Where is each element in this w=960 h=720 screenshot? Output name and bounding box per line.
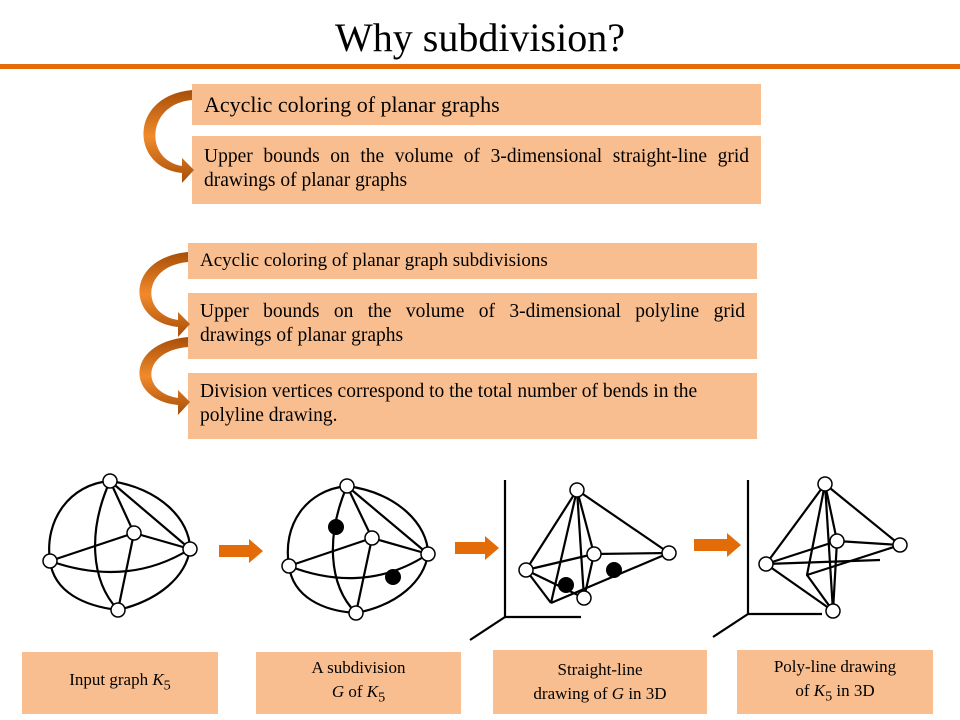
acyclic-coloring-box: Acyclic coloring of planar graphs (192, 84, 761, 125)
caption-input-sub: 5 (163, 677, 171, 694)
division-vertices-text: Division vertices correspond to the tota… (200, 381, 698, 426)
caption-straight-var-g: G (611, 684, 625, 703)
graph-poly-line-vertices (758, 476, 908, 619)
division-vertices-box: Division vertices correspond to the tota… (188, 373, 757, 439)
graph-poly-line-3d (712, 480, 901, 638)
caption-input-text: Input graph (69, 670, 153, 690)
block-arrow-icon (219, 539, 263, 563)
graph-subdivision (286, 484, 430, 615)
caption-straight-pre: drawing of (533, 684, 612, 703)
subdivision-coloring-box: Acyclic coloring of planar graph subdivi… (188, 243, 757, 279)
acyclic-coloring-text: Acyclic coloring of planar graphs (204, 92, 500, 117)
caption-subdivision-var-g: G (331, 682, 345, 702)
graph-straight-line-vertices (518, 482, 677, 606)
title-underline (0, 64, 960, 69)
caption-subdivision-line1: A subdivision (311, 658, 406, 678)
straight-line-bounds-text: Upper bounds on the volume of 3-dimensio… (204, 146, 749, 191)
caption-subdivision-of: of (344, 682, 367, 702)
caption-subdivision-sub: 5 (378, 689, 386, 706)
graph-subdivision-vertices (281, 478, 436, 621)
caption-input-graph: Input graph K5 (22, 652, 218, 714)
curved-arrow-icon (139, 252, 190, 337)
straight-line-bounds-box: Upper bounds on the volume of 3-dimensio… (192, 136, 761, 204)
caption-poly-post: in 3D (832, 681, 875, 701)
polyline-bounds-box: Upper bounds on the volume of 3-dimensio… (188, 293, 757, 359)
caption-input-var: K (152, 670, 164, 690)
caption-straight-line: Straight-line drawing of G in 3D (493, 650, 707, 714)
graph-k5-vertices (42, 473, 198, 618)
caption-poly-pre: of (795, 681, 814, 701)
caption-straight-post: in 3D (624, 684, 667, 703)
caption-poly-line: Poly-line drawing of K5 in 3D (737, 650, 933, 714)
caption-subdivision-var: K (366, 682, 379, 702)
curved-arrow-icon (143, 90, 194, 183)
block-arrow-icon (694, 533, 741, 557)
caption-poly-var: K (813, 681, 826, 701)
caption-poly-sub: 5 (825, 688, 833, 705)
graph-straight-line-division-vertices (558, 562, 622, 593)
polyline-bounds-text: Upper bounds on the volume of 3-dimensio… (200, 301, 745, 346)
division-vertices (328, 519, 401, 585)
graph-k5 (48, 479, 192, 612)
subdivision-coloring-text: Acyclic coloring of planar graph subdivi… (200, 250, 548, 271)
caption-straight-line1: Straight-line (557, 660, 643, 679)
caption-subdivision: A subdivision G of K5 (256, 652, 461, 714)
slide-title: Why subdivision? (335, 15, 625, 60)
curved-arrow-icon (139, 337, 190, 415)
graph-straight-line-3d (469, 480, 670, 641)
caption-poly-line1: Poly-line drawing (773, 657, 897, 677)
block-arrow-icon (455, 536, 499, 560)
